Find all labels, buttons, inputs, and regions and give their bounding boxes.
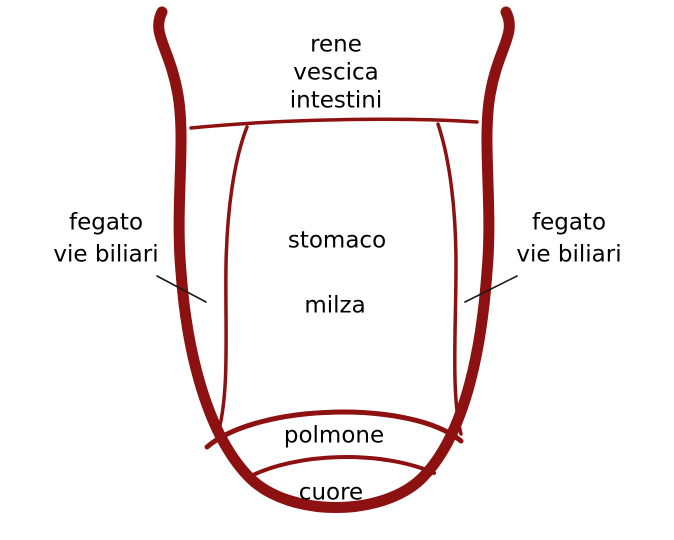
label-vescica: vescica — [293, 59, 379, 86]
label-stomaco: stomaco — [287, 227, 387, 254]
label-cuore: cuore — [298, 479, 364, 506]
label-vie-biliari-left: vie biliari — [53, 241, 159, 268]
label-intestini: intestini — [289, 87, 383, 114]
label-fegato-right: fegato — [531, 209, 607, 236]
right-pointer-line — [464, 275, 518, 303]
zone-polmone-arc — [204, 409, 464, 450]
zone-divider-top-line — [189, 117, 479, 130]
zone-stomach-left-line — [215, 125, 249, 439]
tongue-outer-path — [153, 6, 515, 513]
label-rene: rene — [310, 31, 362, 58]
zone-stomach-right-line — [436, 122, 463, 436]
pointer-lines-group — [156, 275, 518, 303]
label-milza: milza — [304, 292, 366, 319]
zone-cuore-arc — [245, 455, 436, 480]
tongue-outline-group — [153, 6, 515, 513]
label-polmone: polmone — [283, 422, 385, 449]
left-pointer-line — [156, 275, 207, 303]
label-vie-biliari-right: vie biliari — [516, 241, 622, 268]
label-fegato-left: fegato — [68, 209, 144, 236]
